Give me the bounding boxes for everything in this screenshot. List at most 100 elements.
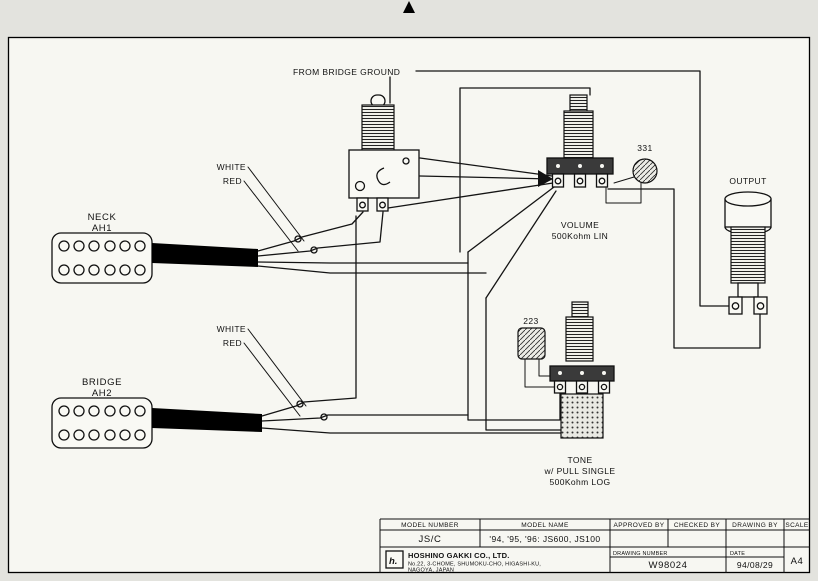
bridge-pole-pieces (58, 405, 146, 441)
bridge-pickup-label: BRIDGE (82, 377, 122, 388)
neck-pickup-code: AH1 (92, 223, 112, 234)
output-label: OUTPUT (729, 176, 766, 186)
tone-shaft-knurl (565, 316, 594, 362)
jack-threads (730, 226, 766, 284)
switch-lug (356, 197, 369, 212)
switch-spring (376, 167, 391, 186)
model-number-value: JS/C (419, 534, 442, 545)
date-value: 94/08/29 (737, 560, 773, 570)
wire (419, 175, 553, 180)
output-jack: OUTPUT (724, 176, 772, 315)
leader-line (243, 180, 299, 252)
title-block-grid (379, 518, 810, 573)
volume-lug (551, 173, 565, 188)
jack-lug (728, 296, 743, 315)
wire (257, 261, 469, 264)
hoshino-logo-glyph: h. (389, 556, 397, 567)
paper-size-value: A4 (791, 556, 804, 567)
tone-body-dot (558, 371, 562, 375)
switch-lug (376, 197, 389, 212)
drawing-by-header: DRAWING BY (732, 522, 778, 529)
tone-label: TONE (567, 455, 592, 465)
tone-shaft (571, 301, 589, 318)
volume-shaft-knurl (563, 110, 594, 159)
wire (485, 297, 562, 431)
tone-lug (575, 380, 589, 394)
wire (538, 358, 553, 377)
neck-white-wire-label: WHITE (217, 162, 246, 172)
model-name-value: '94, '95, '96: JS600, JS100 (489, 534, 600, 544)
wire (605, 181, 642, 204)
drawing-border (7, 36, 811, 574)
up-arrow-marker (403, 1, 415, 13)
capacitor-223-body (517, 327, 546, 360)
switch-lug-hole (359, 201, 366, 209)
switch-bushing (361, 104, 395, 151)
tone-spec-label: 500Kohm LOG (549, 477, 610, 487)
wire (387, 182, 554, 209)
jack-lug (753, 296, 768, 315)
leader-line (247, 166, 305, 242)
tone-pull-switch-base (560, 393, 604, 439)
wire (415, 70, 730, 307)
neck-pole-pieces (58, 240, 146, 276)
volume-lug-hole (554, 177, 562, 185)
wire (467, 251, 561, 421)
capacitor-331-label: 331 (637, 143, 652, 153)
switch-mount-hole (354, 180, 366, 192)
wire (261, 414, 469, 422)
tone-lug-hole (578, 383, 586, 391)
wire (485, 190, 557, 299)
wire (467, 186, 555, 253)
neck-pickup-cable (152, 243, 258, 267)
drawing-number-value: W98024 (649, 560, 688, 571)
capacitor-331-body (632, 158, 658, 184)
scale-header: SCALE (785, 522, 809, 529)
neck-pickup-body (51, 232, 153, 284)
company-address-2: NAGOYA, JAPAN (408, 568, 454, 574)
capacitor-223-label: 223 (523, 316, 538, 326)
bridge-pickup-body (51, 397, 153, 449)
wire-loop (320, 413, 328, 421)
wire (261, 215, 357, 417)
wire-loop (296, 400, 304, 408)
tone-pot: TONE w/ PULL SINGLE 500Kohm LOG (544, 301, 616, 487)
volume-lug-hole (598, 177, 606, 185)
wire (419, 157, 553, 177)
tone-lug-hole (556, 383, 564, 391)
approved-by-header: APPROVED BY (614, 522, 665, 529)
drawing-number-header: DRAWING NUMBER (613, 551, 668, 557)
checked-by-header: CHECKED BY (674, 522, 721, 529)
bridge-pickup: BRIDGE AH2 WHITE RED (51, 324, 262, 449)
wire-arrowhead (538, 170, 553, 187)
title-block: MODEL NUMBER MODEL NAME APPROVED BY CHEC… (379, 518, 810, 574)
tone-pull-label: w/ PULL SINGLE (544, 466, 616, 476)
wire (607, 188, 761, 349)
hoshino-logo (385, 550, 404, 569)
jack-lug-hole (731, 302, 740, 310)
tone-lug (597, 380, 611, 394)
wire (257, 265, 487, 274)
capacitor-223: 223 (517, 316, 546, 360)
company-name: HOSHINO GAKKI CO., LTD. (408, 551, 510, 560)
leader-line (243, 342, 301, 417)
volume-body-dot (556, 164, 560, 168)
bridge-pickup-cable (152, 408, 262, 432)
jack-top (724, 191, 772, 207)
volume-pot: VOLUME 500Kohm LIN (546, 94, 614, 241)
switch-lug-hole (379, 201, 386, 209)
volume-spec-label: 500Kohm LIN (552, 231, 608, 241)
wire (613, 176, 635, 184)
volume-lug (595, 173, 609, 188)
tone-body-dot (602, 371, 606, 375)
model-name-header: MODEL NAME (521, 522, 569, 529)
model-number-header: MODEL NUMBER (401, 522, 459, 529)
bridge-white-wire-label: WHITE (217, 324, 246, 334)
wire (257, 211, 384, 257)
volume-body-dot (578, 164, 582, 168)
volume-body-dot (600, 164, 604, 168)
capacitor-331: 331 (632, 143, 658, 184)
